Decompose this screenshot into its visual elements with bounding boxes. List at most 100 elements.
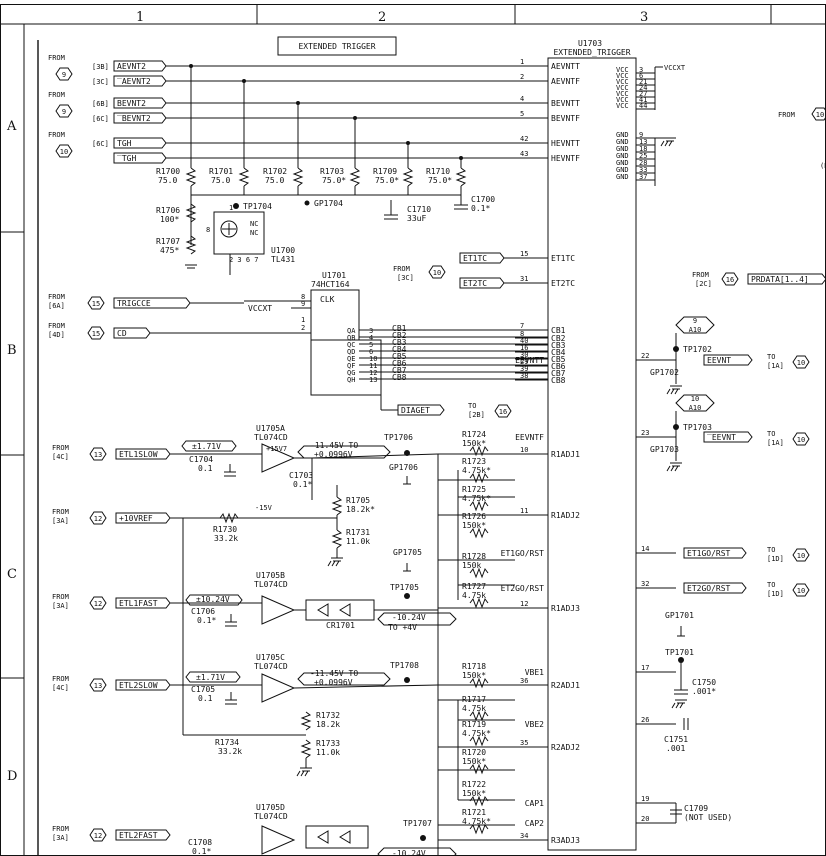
u1703-pin-number: 40 bbox=[520, 337, 528, 345]
analog-sheet-hex bbox=[89, 596, 107, 610]
u1703-pin-number: 42 bbox=[520, 135, 528, 143]
go-sheet-hex bbox=[792, 548, 810, 562]
u1703-pin-signal: R1ADJ2 bbox=[551, 511, 580, 520]
radj-val: 150k* bbox=[462, 671, 486, 680]
eevnt-to: TO bbox=[767, 430, 775, 438]
c1706-ref: C1706 bbox=[191, 607, 215, 616]
u1700-pin-8: 8 bbox=[206, 226, 210, 234]
c1700-ref: C1700 bbox=[471, 195, 495, 204]
gp1705-label: GP1705 bbox=[393, 548, 422, 557]
from-sheet-hex bbox=[55, 67, 73, 81]
resistor-symbol bbox=[455, 167, 467, 187]
vcc-pin-number: 44 bbox=[639, 102, 647, 110]
u1701-output-q: QF bbox=[347, 362, 355, 370]
junction bbox=[406, 141, 410, 145]
junction bbox=[296, 101, 300, 105]
gp1701-symbol bbox=[677, 626, 685, 637]
range-label: ±1.71V bbox=[192, 442, 221, 451]
row-label-c: C bbox=[7, 567, 17, 582]
c1704-val: 0.1 bbox=[198, 464, 213, 473]
eevnt-flag-loc: A10 bbox=[689, 326, 702, 334]
u1703-right-signal: EEVNTF bbox=[515, 433, 544, 442]
resistor-symbol bbox=[402, 167, 414, 187]
c1705-symbol bbox=[225, 692, 237, 705]
u1703-pin-signal: CB6 bbox=[551, 362, 566, 371]
ground-symbol bbox=[660, 137, 676, 147]
u1701-output-signal: CB3 bbox=[392, 338, 407, 347]
u1701-output-q: QB bbox=[347, 334, 355, 342]
resistor-ref: R1710 bbox=[426, 167, 450, 176]
eevnt-flag-shape bbox=[675, 316, 715, 334]
resistor-value: 75.0 bbox=[265, 176, 284, 185]
u1703-right-pin-number: 32 bbox=[641, 580, 649, 588]
u1703-pin-number: 5 bbox=[520, 110, 524, 118]
vcc-pin-number: 21 bbox=[639, 78, 647, 86]
ground-symbol bbox=[666, 385, 682, 395]
cd-from: FROM bbox=[48, 322, 65, 330]
u1703-name: EXTENDED_TRIGGER bbox=[553, 48, 630, 57]
gp1704-label: GP1704 bbox=[314, 199, 343, 208]
u1703-pin-signal: HEVNTT bbox=[551, 139, 580, 148]
u1703-right-pin-number: 22 bbox=[641, 352, 649, 360]
u1700-pin-1: 1 bbox=[229, 204, 233, 212]
u1705b-name: TL074CD bbox=[254, 580, 288, 589]
radj-val: 4.75k* bbox=[462, 466, 491, 475]
prdata-net-flag bbox=[747, 273, 826, 285]
analog-from: FROM bbox=[52, 825, 69, 833]
u1703-pin-signal: R1ADJ3 bbox=[551, 604, 580, 613]
analog-net-flag bbox=[115, 679, 171, 691]
c1750-symbol bbox=[674, 689, 688, 695]
from-label: FROM bbox=[48, 91, 65, 99]
eevnt-sheet: 10 bbox=[797, 436, 805, 444]
test-point bbox=[673, 346, 679, 352]
radj-ref: R1719 bbox=[462, 720, 486, 729]
eevnt-flag-number: 9 bbox=[693, 317, 697, 325]
u1705a-name: TL074CD bbox=[254, 433, 288, 442]
radj-val: 4.75k bbox=[462, 591, 486, 600]
et-tc-from: FROM bbox=[393, 265, 410, 273]
eevnt-sheet: 10 bbox=[797, 359, 805, 367]
cd-loc: [4D] bbox=[48, 331, 65, 339]
r1732-val: 18.2k bbox=[316, 720, 340, 729]
c1703-val: 0.1* bbox=[293, 480, 312, 489]
eevnt-gp: GP1703 bbox=[650, 445, 679, 454]
u1701-output-pin: 10 bbox=[369, 355, 377, 363]
u1703-right-signal: EEVNTT bbox=[515, 356, 544, 365]
analog-loc: [3A] bbox=[52, 517, 69, 525]
analog-net: ETL1SLOW bbox=[119, 450, 158, 459]
gnd-label: GND bbox=[616, 145, 629, 153]
u1703-pin-signal: CB3 bbox=[551, 341, 566, 350]
u1703-right-pin-number: 26 bbox=[641, 716, 649, 724]
diaget-loc: [2B] bbox=[468, 411, 485, 419]
resistor-symbol bbox=[219, 512, 239, 524]
tp1705-label: TP1705 bbox=[390, 583, 419, 592]
u1701-output-signal: CB1 bbox=[392, 324, 407, 333]
eevnt-net: ‾EEVNT bbox=[707, 433, 736, 442]
row-label-b: B bbox=[7, 343, 17, 358]
c1709-symbol bbox=[670, 803, 682, 823]
trig-sheet: 15 bbox=[92, 300, 100, 308]
resistor-value: 75.0* bbox=[375, 176, 399, 185]
resistor-symbol bbox=[331, 496, 343, 516]
from10-label: FROM bbox=[778, 111, 795, 119]
resistor-symbol bbox=[469, 735, 489, 747]
resistor-symbol bbox=[469, 567, 489, 579]
eevnt-sheet-hex bbox=[792, 432, 810, 446]
output-range-2-b: TO +4V bbox=[388, 623, 417, 632]
input-net-flag bbox=[113, 97, 167, 109]
diaget-sheet: 16 bbox=[499, 408, 507, 416]
go-loc: [1D] bbox=[767, 590, 784, 598]
u1703-pin-signal: BEVNTF bbox=[551, 114, 580, 123]
u1703-pin-number: 43 bbox=[520, 150, 528, 158]
prdata-net: PRDATA[1..4] bbox=[751, 275, 809, 284]
gnd-label: GND bbox=[616, 138, 629, 146]
tp1706-label: TP1706 bbox=[384, 433, 413, 442]
eevnt-flag-shape bbox=[675, 394, 715, 412]
resistor-symbol bbox=[469, 597, 489, 609]
u1700-ref: U1700 bbox=[271, 246, 295, 255]
u1705a-ref: U1705A bbox=[256, 424, 285, 433]
resistor-symbol bbox=[469, 710, 489, 722]
gnd-pin-number: 37 bbox=[639, 173, 647, 181]
input-net: TGH bbox=[117, 139, 132, 148]
analog-net: ETL1FAST bbox=[119, 599, 158, 608]
